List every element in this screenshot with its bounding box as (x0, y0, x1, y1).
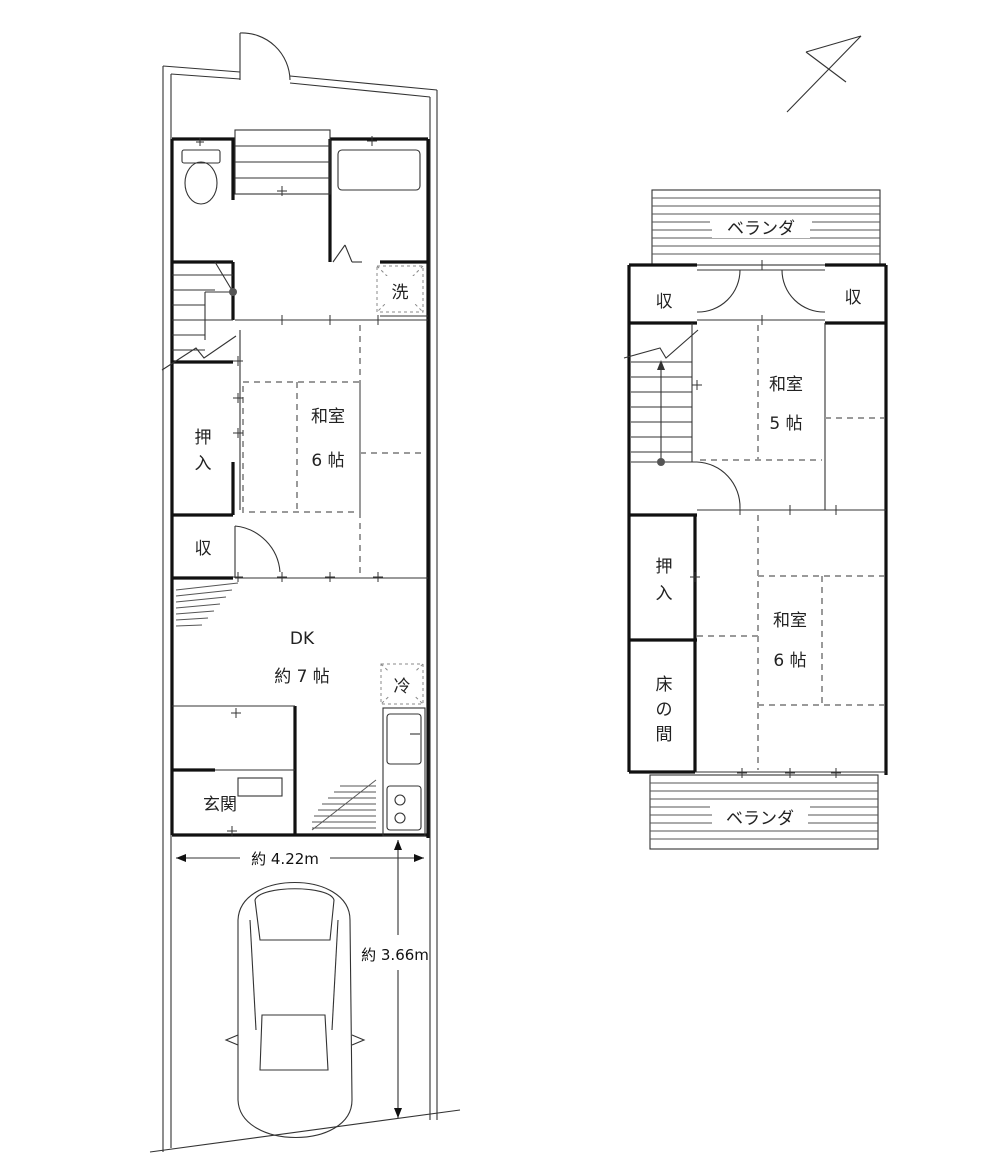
oshiire-label-2: 入 (195, 454, 212, 474)
closet-door (234, 525, 281, 578)
fridge-box: 冷 (380, 663, 424, 705)
site-boundary (149, 65, 461, 1153)
gate (239, 32, 291, 81)
tokonoma-label-2: の (656, 700, 673, 720)
bathtub-icon (332, 149, 421, 263)
closet-label: 収 (195, 539, 212, 559)
floor1-tatami (242, 325, 426, 575)
veranda-top: ベランダ (651, 189, 881, 266)
width-dimension: 約 4.22m (176, 850, 424, 868)
washitsu6-label: 和室 (311, 407, 345, 427)
floor1-interior-lines (172, 315, 428, 771)
genkan-hatch (311, 779, 377, 831)
floor1-outlets (196, 136, 383, 836)
veranda-bottom-label: ベランダ (726, 809, 794, 829)
floor1-walls (170, 137, 430, 838)
floor2-interior-lines (691, 264, 886, 773)
floor1-stairs (161, 261, 237, 371)
closet-right-label: 収 (845, 288, 862, 308)
floor1-plan: 洗 (149, 32, 461, 1153)
toilet-icon (181, 149, 221, 205)
floor2-closet-doors (696, 269, 826, 509)
washitsu5-label: 和室 (769, 375, 803, 395)
oshiire2-label-2: 入 (656, 584, 673, 604)
washitsu6-size: 6 帖 (311, 451, 344, 471)
dk-size: 約 7 帖 (274, 667, 330, 687)
washitsu5-size: 5 帖 (769, 414, 802, 434)
floor2-walls (627, 263, 888, 775)
kitchen-counter (382, 707, 426, 837)
closet-left-label: 収 (656, 292, 673, 312)
washer-label: 洗 (392, 283, 409, 303)
depth-dimension: 約 3.66m (361, 840, 429, 1118)
floor2-stairs (623, 329, 699, 466)
north-arrow-icon (786, 35, 862, 113)
fridge-label: 冷 (394, 677, 411, 697)
washitsu6-upper-size: 6 帖 (773, 651, 806, 671)
tokonoma-label-3: 間 (656, 725, 673, 745)
veranda-top-label: ベランダ (727, 219, 795, 239)
genkan-label: 玄関 (203, 795, 237, 815)
dk-hatch (175, 582, 239, 627)
floor2-outlets (690, 260, 841, 778)
width-label: 約 4.22m (251, 850, 319, 868)
depth-label: 約 3.66m (361, 946, 429, 964)
floor2-tatami-lower (697, 515, 884, 770)
dk-label: DK (290, 629, 315, 649)
floor1-stairs-top (234, 129, 331, 195)
shoe-cabinet (237, 777, 283, 797)
veranda-bottom: ベランダ (649, 774, 879, 850)
car-icon (224, 882, 366, 1138)
oshiire-label-1: 押 (195, 428, 212, 448)
floor2-plan: ベランダ (623, 189, 888, 850)
tokonoma-label-1: 床 (656, 675, 673, 695)
washitsu6-upper-label: 和室 (773, 611, 807, 631)
oshiire2-label-1: 押 (656, 557, 673, 577)
floor2-tatami-upper (700, 325, 884, 461)
washing-machine: 洗 (376, 265, 424, 313)
